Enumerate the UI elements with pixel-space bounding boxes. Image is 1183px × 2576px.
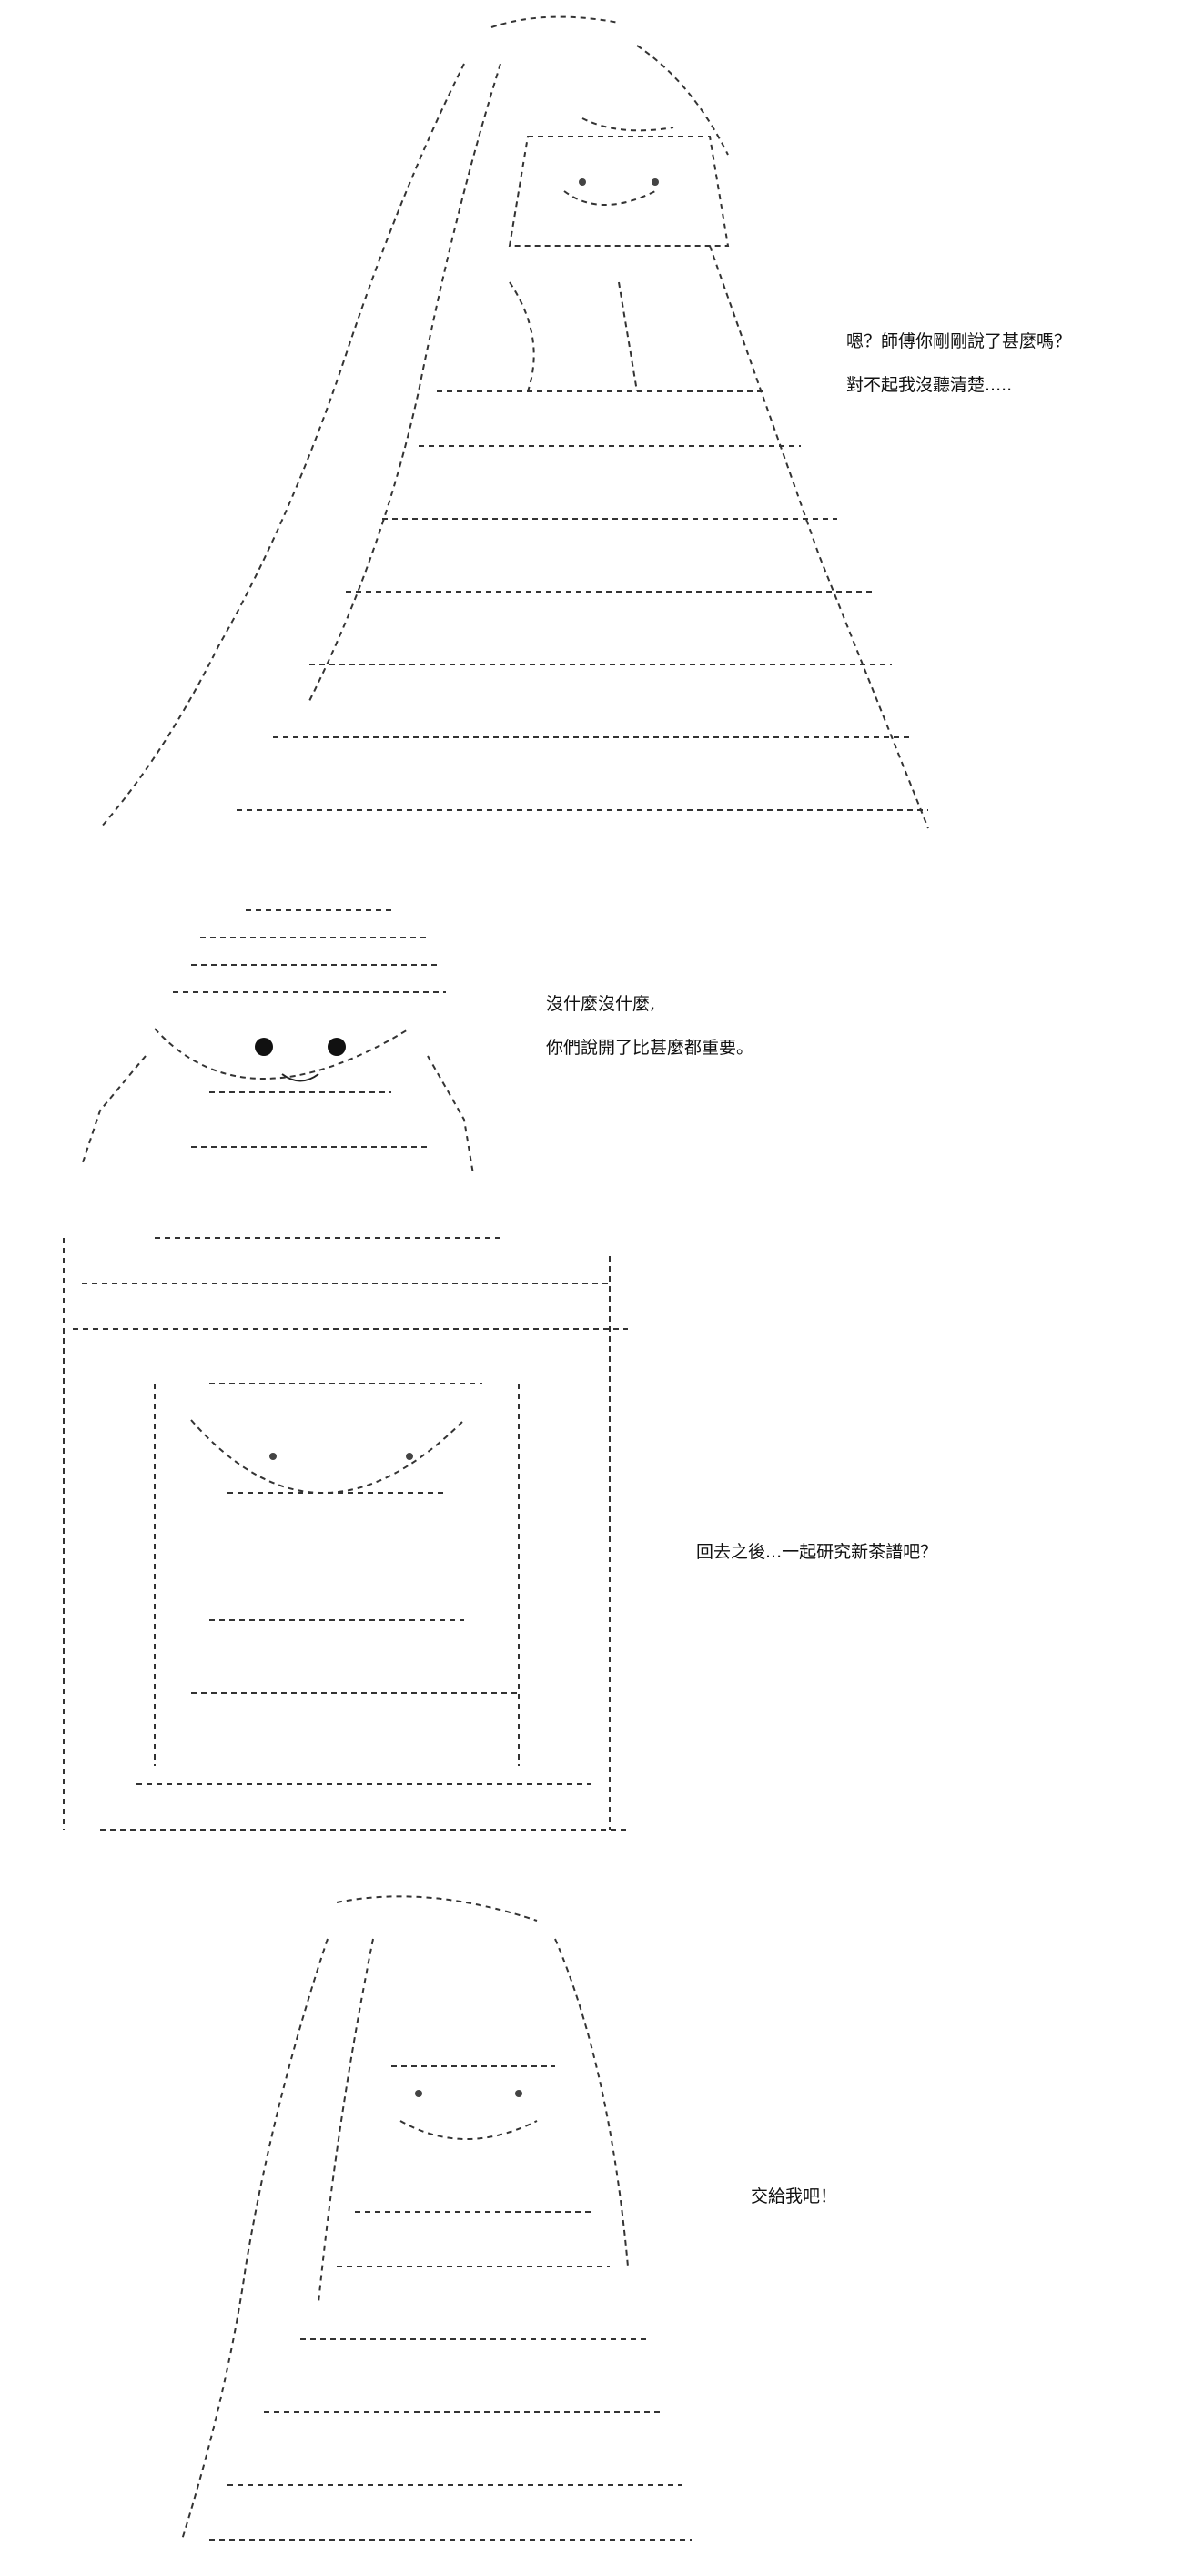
dialogue-line: 嗯？師傅你剛剛說了甚麼嗎？: [846, 331, 1072, 351]
ascii-art-girl-in-frame: [46, 1220, 637, 1848]
dialogue-line: 對不起我沒聽清楚.....: [846, 375, 1013, 395]
ascii-art-hat-character: [64, 892, 491, 1183]
dialogue-line: 沒什麼沒什麼,: [546, 994, 656, 1014]
panel-3: 回去之後...一起研究新茶譜吧？: [0, 1211, 1183, 1857]
ascii-art-girl-long-hair: [73, 9, 946, 856]
ascii-art-girl-long-hair-smiling: [155, 1884, 701, 2558]
panel-2: 沒什麼沒什麼, 你們說開了比甚麼都重要。: [0, 883, 1183, 1192]
panel-4: 交給我吧！: [0, 1875, 1183, 2576]
dialogue-line: 回去之後...一起研究新茶譜吧？: [696, 1542, 938, 1562]
panel-1: 嗯？師傅你剛剛說了甚麼嗎？ 對不起我沒聽清楚.....: [0, 0, 1183, 874]
dialogue-line: 你們說開了比甚麼都重要。: [546, 1038, 754, 1058]
dialogue-line: 交給我吧！: [751, 2186, 838, 2206]
